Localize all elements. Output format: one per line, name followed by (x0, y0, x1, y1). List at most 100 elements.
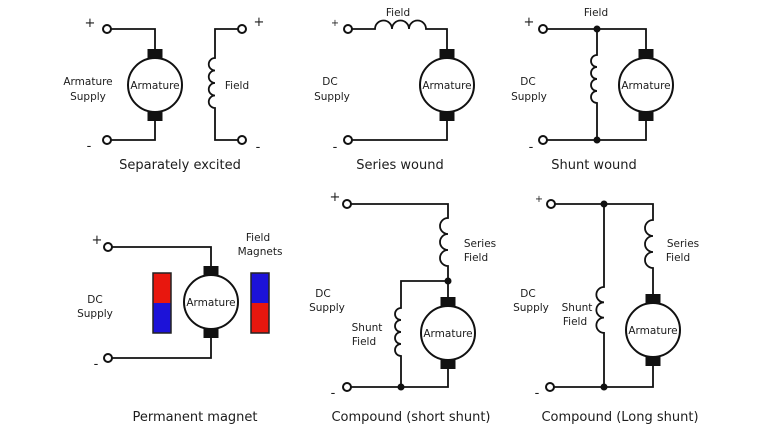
junction-dot (593, 136, 601, 144)
supply-label: Supply (511, 91, 547, 103)
series-field-label: Field (666, 252, 690, 264)
series-field-coil (351, 203, 449, 297)
diagram-title: Compound (short shunt) (331, 410, 490, 425)
series-field-coil (555, 203, 654, 294)
supply-label: DC (322, 76, 337, 88)
diagram-separately-excited: + - + - Armature Supply Field Armature S… (63, 15, 264, 173)
supply-label: Supply (309, 302, 345, 314)
terminal (538, 24, 548, 34)
terminal (237, 24, 247, 34)
field-magnets-label: Magnets (238, 246, 283, 258)
wire (351, 369, 449, 388)
brush (645, 294, 661, 303)
supply-label: Armature (63, 76, 112, 88)
terminal (545, 382, 555, 392)
diagram-title: Compound (Long shunt) (541, 410, 698, 425)
shunt-field-label: Shunt (352, 322, 383, 334)
junction-dot (600, 200, 608, 208)
armature-label: Armature (130, 80, 179, 92)
plus-label: + (85, 16, 96, 31)
wire (111, 28, 156, 49)
terminal (103, 353, 113, 363)
minus-label: - (94, 357, 99, 372)
magnet-left-south (153, 303, 171, 333)
diagram-title: Series wound (356, 158, 443, 173)
magnet-right-outline (250, 272, 270, 334)
field-label: Field (584, 7, 608, 19)
plus-label: + (535, 194, 543, 205)
brush (638, 49, 654, 58)
shunt-field-label: Field (563, 316, 587, 328)
terminal (342, 382, 352, 392)
wire (547, 28, 647, 49)
wire (111, 121, 156, 141)
field-coil (207, 28, 238, 141)
diagram-series-wound: + - Field DC Supply Armature Series woun… (314, 7, 475, 173)
wire (112, 246, 212, 266)
supply-label: DC (520, 288, 535, 300)
terminal (102, 24, 112, 34)
wire (352, 121, 448, 141)
shunt-field-label: Field (352, 336, 376, 348)
magnet-left-outline (152, 272, 172, 334)
shunt-field-coil (595, 204, 605, 387)
supply-label: DC (520, 76, 535, 88)
field-magnets-label: Field (246, 232, 270, 244)
brush (439, 112, 455, 121)
terminal (546, 199, 556, 209)
wire (112, 338, 212, 359)
brush (638, 112, 654, 121)
terminal (103, 242, 113, 252)
minus-label: - (87, 139, 92, 154)
terminal (102, 135, 112, 145)
magnet-right-south (251, 273, 269, 303)
minus-label: - (331, 386, 336, 401)
brush (440, 297, 456, 306)
series-field-label: Series (667, 238, 699, 250)
terminal (342, 199, 352, 209)
junction-dot (397, 383, 405, 391)
junction-dot (600, 383, 608, 391)
brush (645, 357, 661, 366)
armature-label: Armature (621, 80, 670, 92)
series-field-coil (352, 19, 448, 49)
armature-label: Armature (186, 297, 235, 309)
diagram-title: Separately excited (119, 158, 241, 173)
series-field-label: Series (464, 238, 496, 250)
brush (439, 49, 455, 58)
brush (440, 360, 456, 369)
diagram-compound-long-shunt: + - Series Field Shunt Field DC Supply A… (513, 194, 699, 425)
supply-label: Supply (314, 91, 350, 103)
field-label: Field (386, 7, 410, 19)
terminal (343, 135, 353, 145)
terminal (343, 24, 353, 34)
terminal (538, 135, 548, 145)
terminal (237, 135, 247, 145)
armature-label: Armature (628, 325, 677, 337)
diagram-permanent-magnet: + - Field Magnets DC Supply Armature Per… (77, 232, 282, 425)
shunt-field-label: Shunt (562, 302, 593, 314)
supply-label: Supply (70, 91, 106, 103)
field-coil (590, 29, 598, 140)
magnet-right-north (251, 303, 269, 333)
minus-label: - (529, 140, 534, 155)
wire (554, 366, 654, 388)
plus-label: + (254, 15, 265, 30)
supply-label: Supply (77, 308, 113, 320)
plus-label: + (330, 190, 341, 205)
plus-label: + (331, 18, 339, 29)
brush (147, 112, 163, 121)
supply-label: DC (87, 294, 102, 306)
magnet-left-north (153, 273, 171, 303)
minus-label: - (256, 140, 261, 155)
armature-label: Armature (423, 328, 472, 340)
brush (203, 266, 219, 275)
junction-dot (444, 277, 452, 285)
diagram-shunt-wound: + - Field DC Supply Armature Shunt wound (511, 7, 674, 173)
junction-dot (593, 25, 601, 33)
armature-label: Armature (422, 80, 471, 92)
wire (547, 121, 647, 141)
diagram-title: Shunt wound (551, 158, 637, 173)
